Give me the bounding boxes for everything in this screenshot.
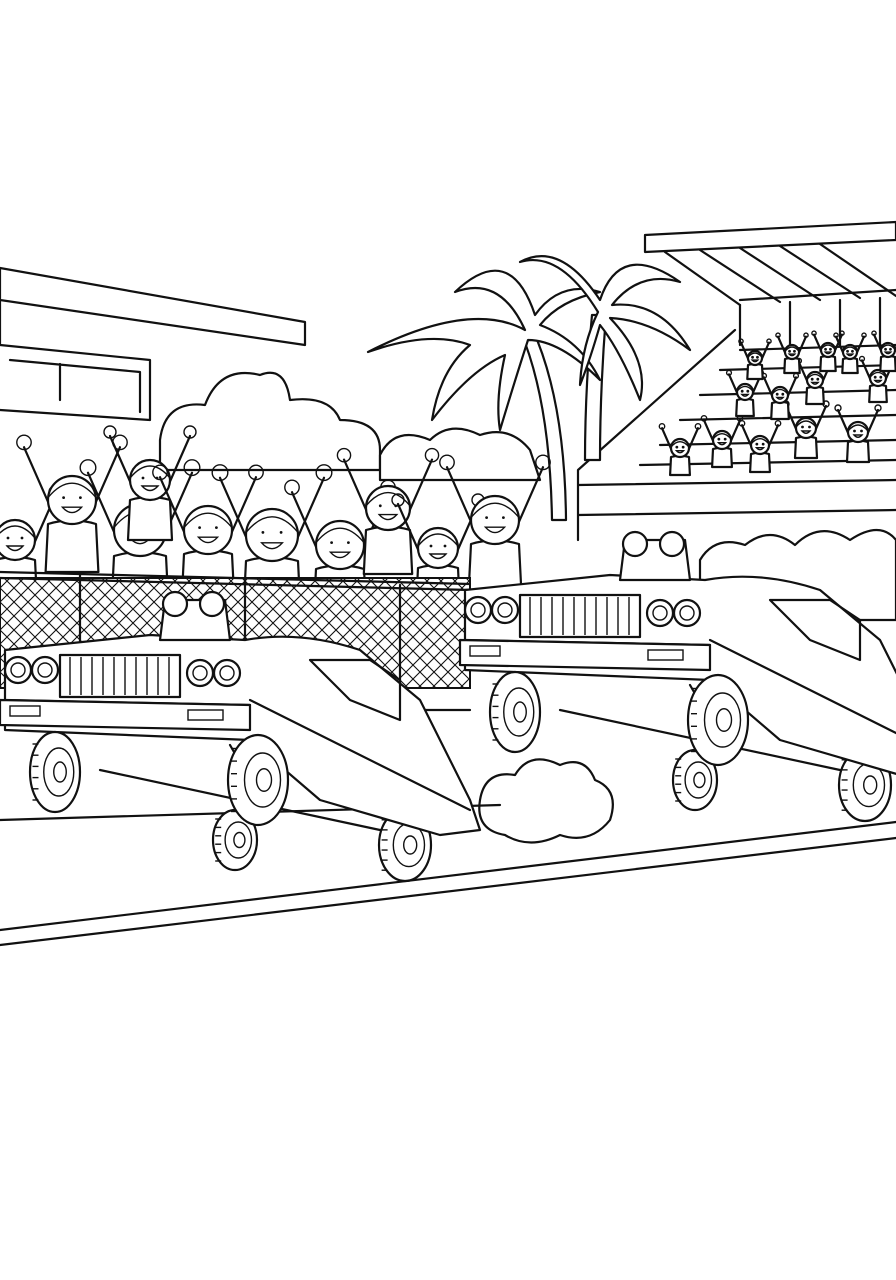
spectator (103, 425, 197, 542)
spectator (795, 357, 835, 406)
headlight (672, 598, 702, 628)
headlight (185, 658, 215, 688)
bumper (0, 698, 252, 732)
headlight (645, 598, 675, 628)
spectator (833, 332, 867, 375)
wheel (226, 733, 290, 827)
wheel (488, 670, 542, 754)
wheel (211, 808, 259, 872)
spectator (760, 372, 800, 421)
spectator (725, 369, 765, 418)
left-grandstand (0, 266, 307, 422)
headlight (463, 595, 493, 625)
grille (58, 653, 182, 699)
spectator (871, 330, 896, 373)
grille (518, 593, 642, 639)
lowrider-car-left (0, 590, 482, 883)
wheel (686, 673, 750, 767)
car-window (768, 598, 862, 662)
spectator (439, 454, 551, 594)
palm-trees (366, 255, 692, 522)
spectator (738, 338, 772, 381)
headlight (212, 658, 242, 688)
spectator (700, 414, 744, 469)
lowrider-car-right (458, 530, 896, 823)
bumper (458, 638, 712, 672)
cheering-crowd (0, 425, 551, 619)
headlight (3, 655, 33, 685)
spectator (775, 332, 809, 375)
headlight (30, 655, 60, 685)
spectator (658, 422, 702, 477)
wheel (28, 730, 82, 814)
spectator (782, 400, 830, 460)
car-window (308, 658, 402, 722)
spectator (16, 434, 128, 574)
spectator (834, 404, 882, 464)
spectator (811, 330, 845, 373)
spectator (738, 419, 782, 474)
headlight (490, 595, 520, 625)
right-grandstand (576, 220, 896, 542)
